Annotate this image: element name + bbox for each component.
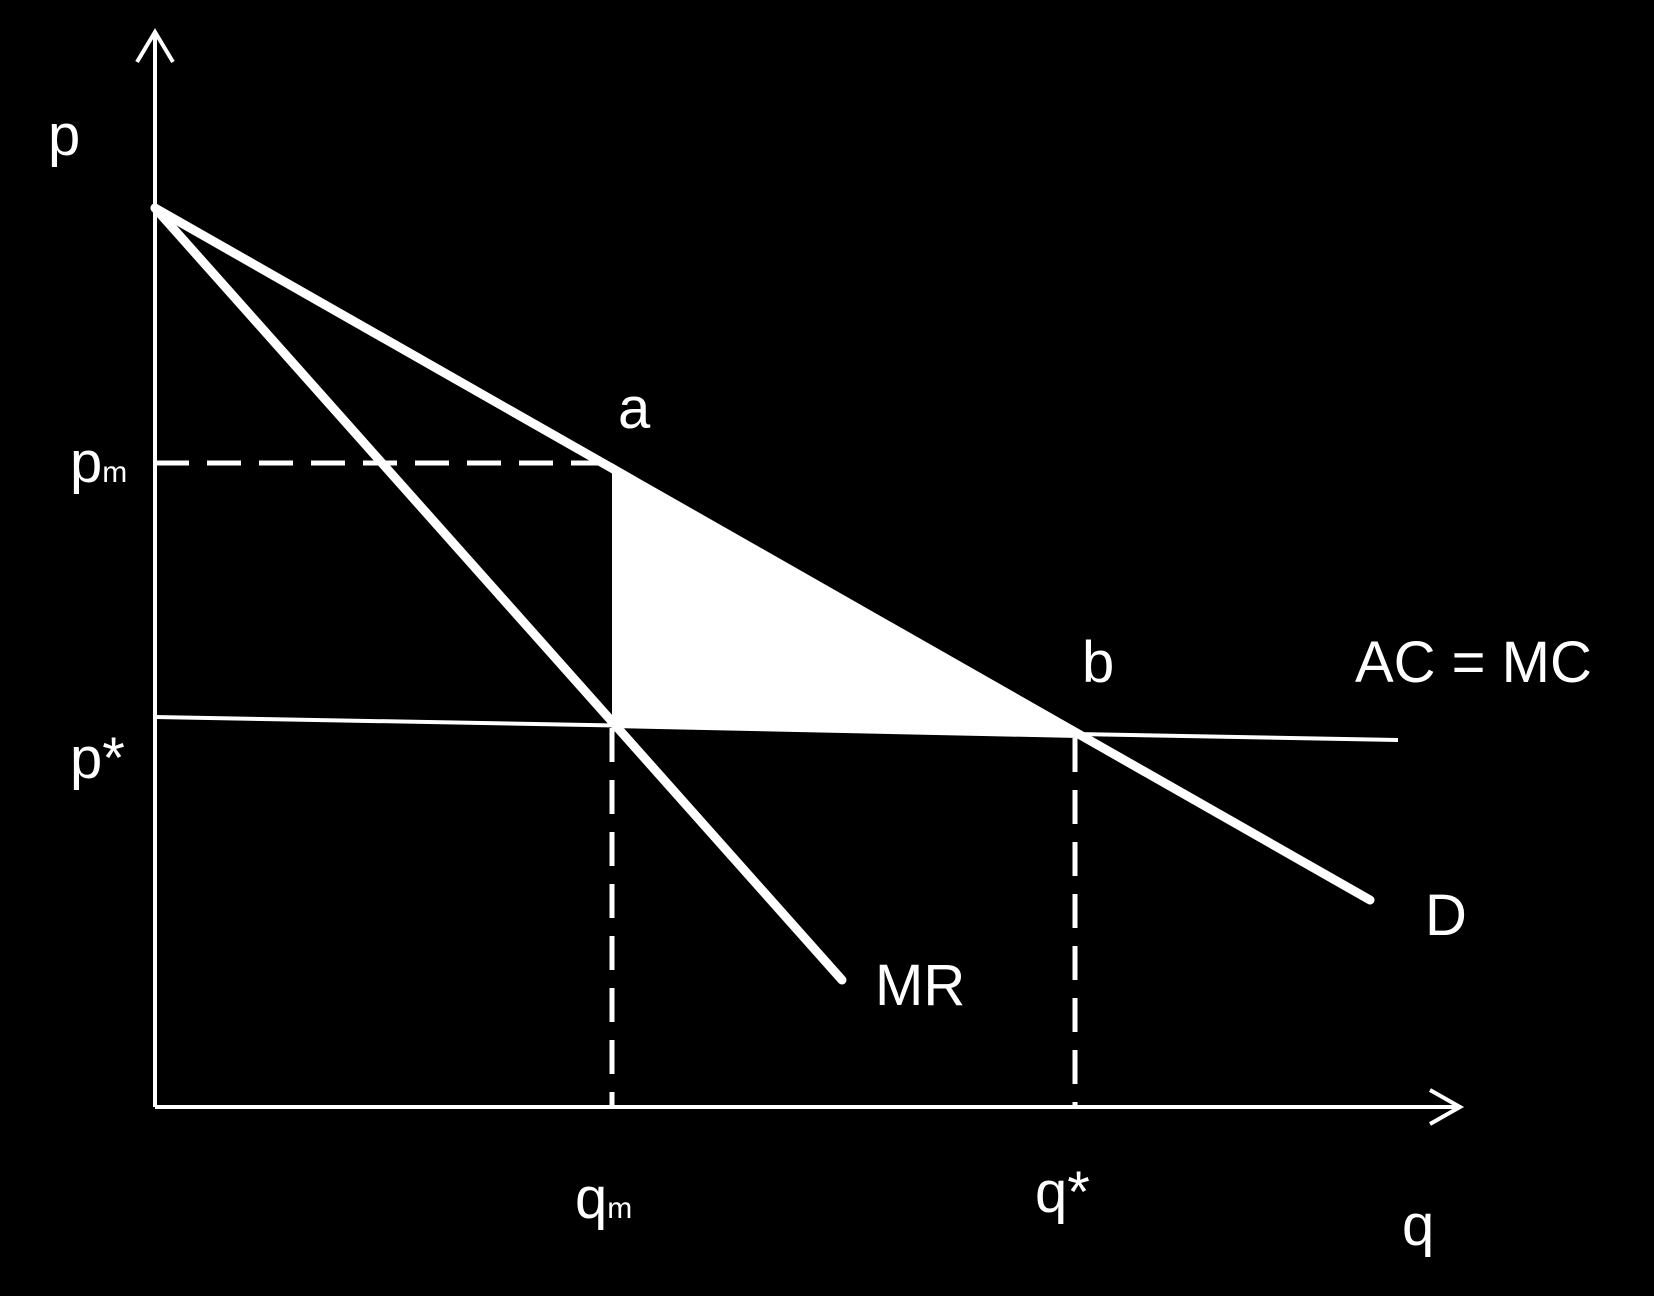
x-axis-label: q — [1402, 1193, 1434, 1258]
y-axis-label: p — [48, 103, 80, 168]
point-b-label: b — [1082, 630, 1114, 695]
monopoly-quantity-base: q — [575, 1166, 607, 1231]
monopoly-quantity-label: qm — [575, 1166, 632, 1231]
monopoly-price-label: pm — [70, 430, 127, 495]
competitive-price-label: p* — [70, 726, 125, 791]
monopoly-price-subscript: m — [102, 456, 127, 489]
monopoly-quantity-subscript: m — [607, 1192, 632, 1225]
monopoly-price-base: p — [70, 430, 102, 495]
y-axis-arrowhead — [135, 28, 175, 64]
ac-mc-label: AC = MC — [1355, 630, 1592, 695]
marginal-revenue-curve — [150, 203, 847, 985]
x-axis-arrowhead — [1429, 1088, 1465, 1126]
demand-label: D — [1425, 883, 1467, 948]
demand-curve — [150, 203, 1375, 905]
competitive-quantity-label: q* — [1035, 1160, 1090, 1225]
marginal-revenue-label: MR — [875, 953, 965, 1018]
ac-mc-line — [154, 715, 1399, 742]
point-a-label: a — [618, 376, 651, 441]
